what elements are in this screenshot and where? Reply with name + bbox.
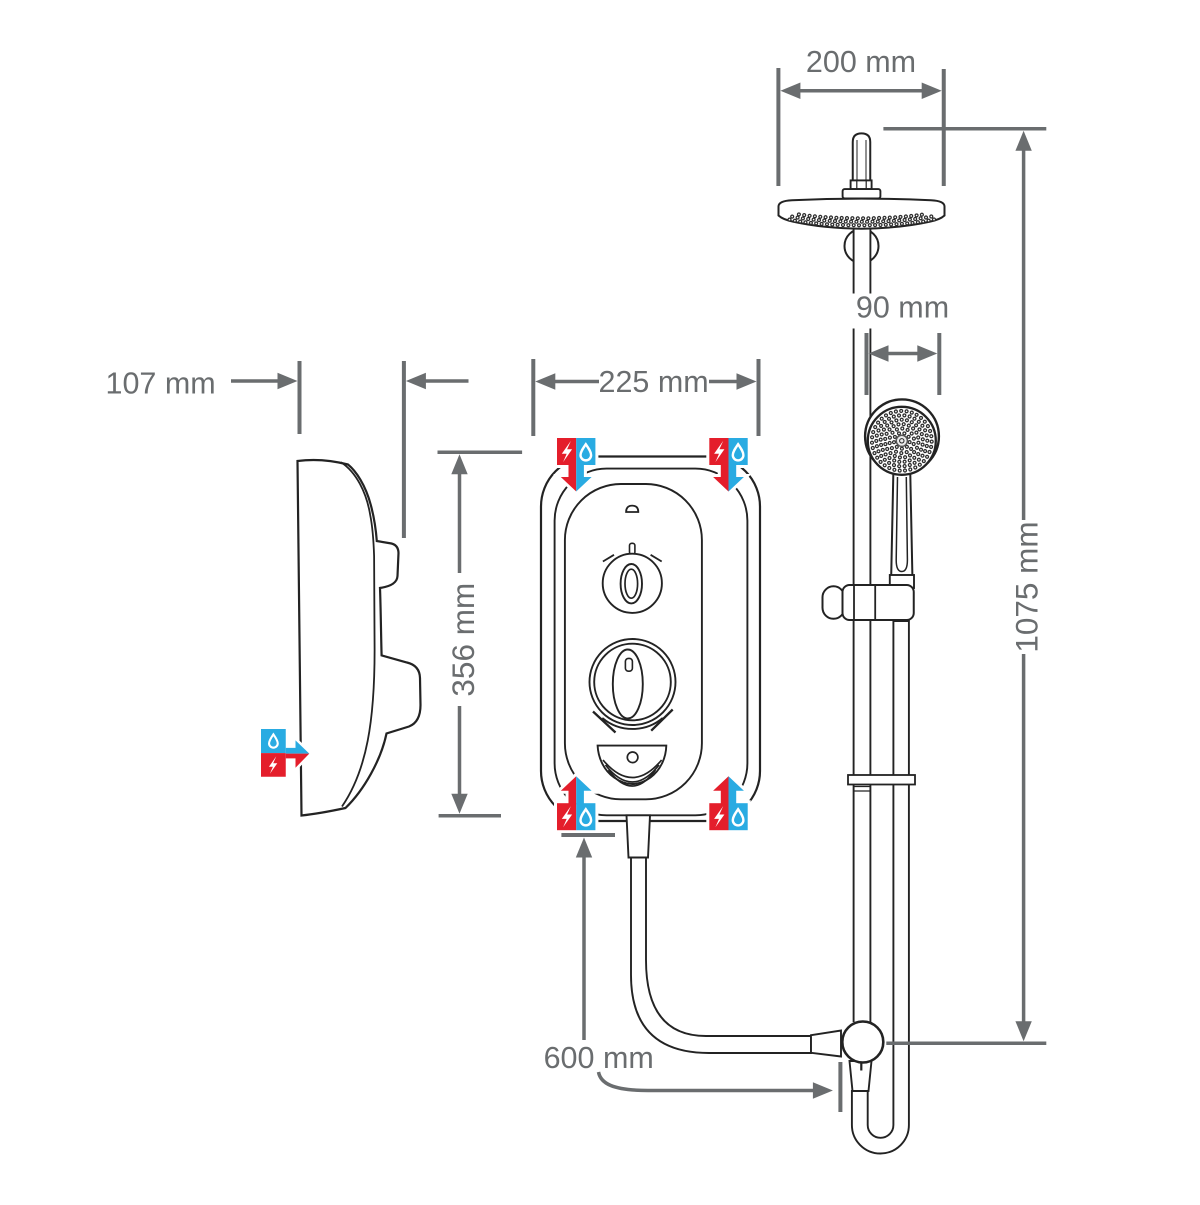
svg-text:600 mm: 600 mm	[544, 1041, 654, 1075]
svg-text:90 mm: 90 mm	[856, 291, 949, 325]
svg-text:107 mm: 107 mm	[106, 367, 216, 401]
svg-text:356 mm: 356 mm	[445, 583, 481, 697]
svg-text:225 mm: 225 mm	[599, 365, 709, 399]
svg-text:200 mm: 200 mm	[806, 45, 916, 79]
svg-text:1075 mm: 1075 mm	[1009, 521, 1045, 652]
